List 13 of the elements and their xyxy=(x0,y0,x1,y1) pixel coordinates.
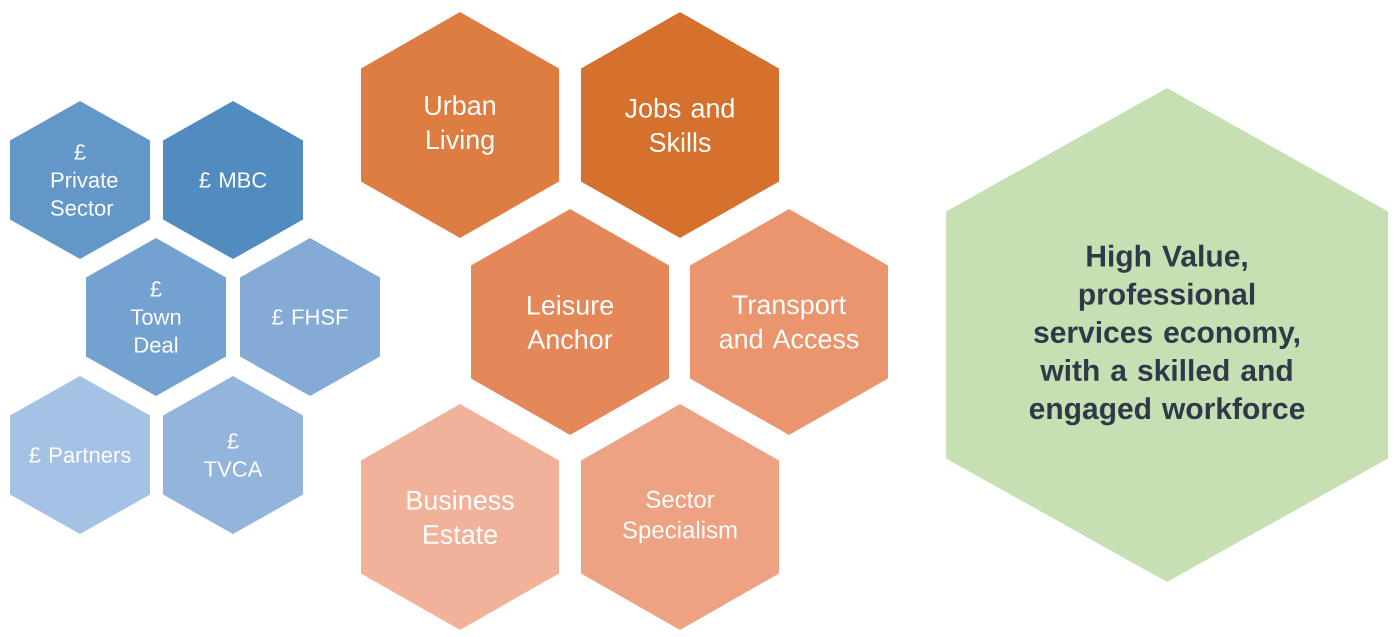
hexagon: Business Estate xyxy=(361,404,559,630)
hexagon: Jobs and Skills xyxy=(581,12,779,238)
hexagon: Leisure Anchor xyxy=(471,209,669,435)
hexagon: £ TVCA xyxy=(163,376,303,534)
hexagon: £ MBC xyxy=(163,101,303,259)
hexagon: £ FHSF xyxy=(240,238,380,396)
hexagon: £ Town Deal xyxy=(86,238,226,396)
hexagon: High Value, professional services economy, with a skilled and engaged workforce xyxy=(946,88,1388,582)
hexagon: £ Partners xyxy=(10,376,150,534)
hexagon: Urban Living xyxy=(361,12,559,238)
hexagon: Sector Specialism xyxy=(581,404,779,630)
hexagon: Transport and Access xyxy=(690,209,888,435)
hexagon: £ Private Sector xyxy=(10,101,150,259)
